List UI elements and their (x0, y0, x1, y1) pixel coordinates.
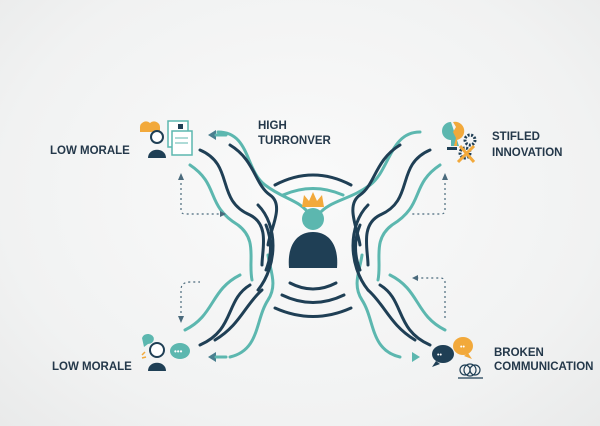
svg-text:••: •• (460, 344, 465, 351)
sad-worker-icon-2: ••• (141, 334, 190, 371)
broken-speech-icon: •• •• (432, 337, 473, 367)
speech-bubble-icon (142, 334, 154, 347)
arrows (178, 130, 448, 362)
label-high-turnover-line1: HIGH (258, 120, 287, 132)
sad-worker-icon (139, 121, 166, 158)
label-broken-communication-line2: COMMUNICATION (494, 361, 593, 373)
gear-icon (456, 133, 477, 164)
lightbulb-icon (442, 121, 465, 150)
label-low-morale-bottom: LOW MORALE (52, 361, 132, 373)
document-icon (167, 120, 193, 156)
label-stifled-innovation-line1: STIFLED (492, 131, 540, 143)
label-stifled-innovation-line2: INNOVATION (492, 147, 563, 159)
label-low-morale-top: LOW MORALE (50, 145, 130, 157)
svg-text:••: •• (437, 352, 442, 359)
svg-text:•••: ••• (174, 347, 183, 356)
label-broken-communication-line1: BROKEN (494, 347, 544, 359)
tangled-wire-icon (458, 363, 483, 379)
cloud-icon (139, 121, 160, 132)
wavy-lines (183, 130, 447, 359)
leader-crown-icon (288, 192, 338, 268)
label-high-turnover-line2: TURRONVER (258, 135, 332, 147)
